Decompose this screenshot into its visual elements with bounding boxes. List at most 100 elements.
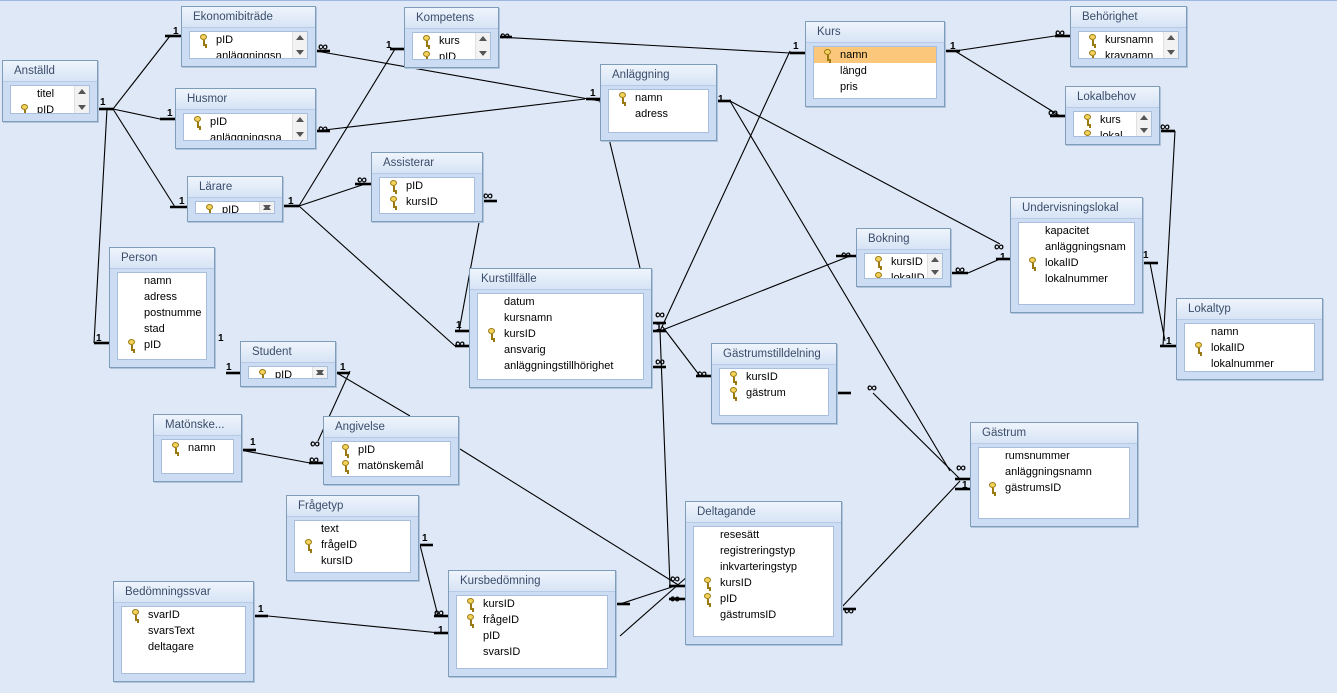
field-row[interactable]: kursID: [478, 326, 643, 342]
field-scrollbar[interactable]: [312, 367, 327, 378]
field-row[interactable]: lokal: [1074, 128, 1151, 136]
field-row[interactable]: matönskemål: [332, 458, 450, 474]
field-row[interactable]: lokalID: [865, 270, 942, 278]
table-matonske[interactable]: Matönske...namn: [153, 414, 242, 482]
field-row[interactable]: stad: [118, 321, 206, 337]
field-row[interactable]: pID: [457, 628, 607, 644]
field-row[interactable]: pris: [814, 79, 936, 95]
table-student[interactable]: Student pID: [240, 341, 336, 387]
field-row[interactable]: pID: [332, 442, 450, 458]
table-title[interactable]: Gästrum: [971, 423, 1137, 444]
field-row[interactable]: registreringstyp: [694, 543, 833, 559]
table-title[interactable]: Deltagande: [686, 502, 841, 523]
field-scrollbar[interactable]: [475, 33, 490, 59]
table-title[interactable]: Bokning: [857, 229, 950, 250]
field-list[interactable]: pID: [195, 201, 275, 214]
field-row[interactable]: ansvarig: [478, 342, 643, 358]
field-scrollbar[interactable]: [1136, 112, 1151, 136]
field-scrollbar[interactable]: [74, 86, 89, 113]
field-scrollbar[interactable]: [292, 32, 307, 58]
field-list[interactable]: namn: [161, 439, 234, 474]
field-row[interactable]: namn: [162, 440, 233, 456]
relationship-line[interactable]: [315, 98, 586, 132]
relationship-line[interactable]: [1162, 130, 1176, 347]
field-row[interactable]: längd: [814, 63, 936, 79]
relationship-line[interactable]: [954, 50, 1061, 117]
field-row[interactable]: pID: [184, 114, 307, 130]
field-row[interactable]: kursID: [380, 194, 474, 210]
field-row[interactable]: resesätt: [694, 527, 833, 543]
field-row[interactable]: lokalID: [1185, 340, 1314, 356]
field-row[interactable]: pID: [413, 49, 490, 59]
field-row[interactable]: gästrum: [720, 385, 828, 401]
table-title[interactable]: Bedömningssvar: [114, 582, 253, 603]
field-row[interactable]: kapacitet: [1019, 223, 1134, 239]
relationship-line[interactable]: [459, 448, 681, 587]
relationship-line[interactable]: [619, 575, 689, 637]
field-scrollbar[interactable]: [259, 202, 274, 213]
table-title[interactable]: Gästrumstilldelning: [712, 344, 836, 365]
field-row[interactable]: kursnamn: [1079, 32, 1178, 48]
field-row[interactable]: kursID: [720, 369, 828, 385]
field-row[interactable]: svarsID: [457, 644, 607, 660]
table-title[interactable]: Frågetyp: [287, 496, 418, 517]
field-row[interactable]: kursnamn: [478, 310, 643, 326]
table-title[interactable]: Student: [241, 342, 335, 363]
relationship-line[interactable]: [872, 392, 961, 480]
field-scrollbar[interactable]: [927, 254, 942, 278]
field-row[interactable]: gästrumsID: [979, 480, 1129, 496]
field-row[interactable]: pID: [694, 591, 833, 607]
field-row[interactable]: lokalnummer: [1019, 271, 1134, 287]
field-row[interactable]: text: [295, 521, 410, 537]
field-list[interactable]: pID: [248, 366, 328, 379]
table-title[interactable]: Kurstillfälle: [470, 269, 651, 290]
field-row[interactable]: kurs: [413, 33, 490, 49]
relationship-line[interactable]: [298, 183, 366, 207]
relationship-line[interactable]: [239, 449, 311, 464]
field-row[interactable]: anläggningsnamn: [979, 464, 1129, 480]
field-scrollbar[interactable]: [292, 114, 307, 140]
table-title[interactable]: Anställd: [3, 61, 97, 82]
field-row[interactable]: namn: [118, 273, 206, 289]
field-row[interactable]: svarsText: [122, 623, 245, 639]
table-title[interactable]: Lokaltyp: [1177, 299, 1322, 320]
field-row[interactable]: namn: [814, 47, 936, 63]
relationship-line[interactable]: [112, 108, 176, 208]
field-row[interactable]: pID: [118, 337, 206, 353]
table-title[interactable]: Ekonomibiträde: [182, 7, 315, 28]
table-title[interactable]: Person: [110, 248, 214, 269]
field-row[interactable]: kursID: [295, 553, 410, 569]
field-row[interactable]: anläggningsnam: [1019, 239, 1134, 255]
table-title[interactable]: Kurs: [806, 22, 944, 43]
field-row[interactable]: namn: [609, 90, 708, 106]
field-row[interactable]: svarID: [122, 607, 245, 623]
relationship-line[interactable]: [298, 205, 456, 347]
table-title[interactable]: Kompetens: [405, 8, 498, 29]
relationship-line[interactable]: [659, 255, 851, 332]
field-row[interactable]: pID: [249, 367, 327, 378]
field-row[interactable]: titel: [11, 86, 89, 102]
table-title[interactable]: Assisterar: [372, 153, 482, 174]
